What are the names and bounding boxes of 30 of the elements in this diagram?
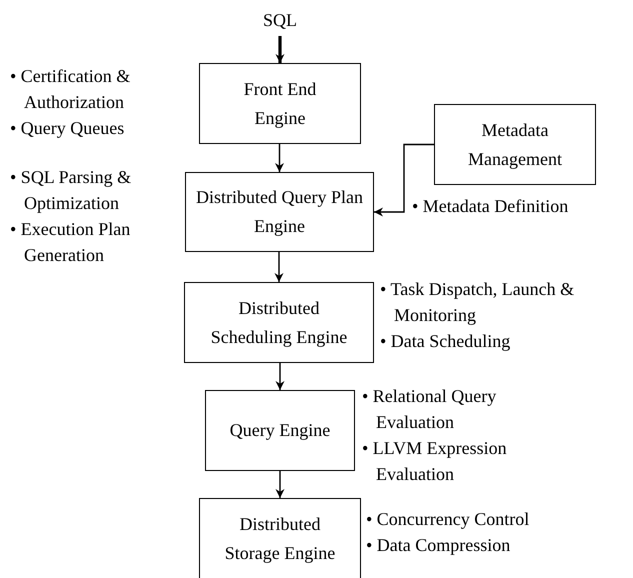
box-label: Query Engine bbox=[230, 419, 330, 442]
box-label: Distributed Scheduling Engine bbox=[210, 296, 348, 349]
process-box bbox=[434, 104, 596, 185]
bullet-item: • Concurrency Control bbox=[366, 508, 530, 531]
process-box bbox=[184, 282, 374, 363]
bullet-item: • Execution Plan Generation bbox=[10, 218, 132, 267]
process-box bbox=[199, 63, 361, 144]
arrow bbox=[276, 471, 284, 498]
arrow bbox=[276, 36, 284, 63]
arrow bbox=[275, 144, 284, 172]
bullet-item: • Relational Query Evaluation bbox=[362, 385, 498, 434]
bullet-item: • Task Dispatch, Launch & Monitoring bbox=[380, 278, 576, 327]
bullet-item: • Query Queues bbox=[10, 117, 126, 140]
box-label: Distributed Query Plan Engine bbox=[195, 186, 364, 238]
box-label: Distributed Storage Engine bbox=[224, 512, 336, 565]
arrow bbox=[374, 144, 434, 216]
arrow bbox=[276, 363, 284, 390]
bullet-item: • Data Scheduling bbox=[380, 330, 512, 353]
bullet-item: • LLVM Expression Evaluation bbox=[362, 437, 508, 486]
box-label: Front End Engine bbox=[242, 78, 318, 130]
bullet-item: • SQL Parsing & Optimization bbox=[10, 166, 132, 215]
box-label: Metadata Management bbox=[467, 118, 563, 171]
process-box bbox=[185, 172, 374, 252]
bullet-item: • Certification & Authorization bbox=[10, 65, 132, 114]
arrow bbox=[274, 252, 284, 282]
input-label: SQL bbox=[250, 8, 310, 32]
process-box bbox=[199, 498, 361, 578]
bullet-item: • Metadata Definition bbox=[412, 195, 570, 218]
bullet-item: • Data Compression bbox=[366, 534, 512, 557]
process-box bbox=[205, 390, 355, 471]
